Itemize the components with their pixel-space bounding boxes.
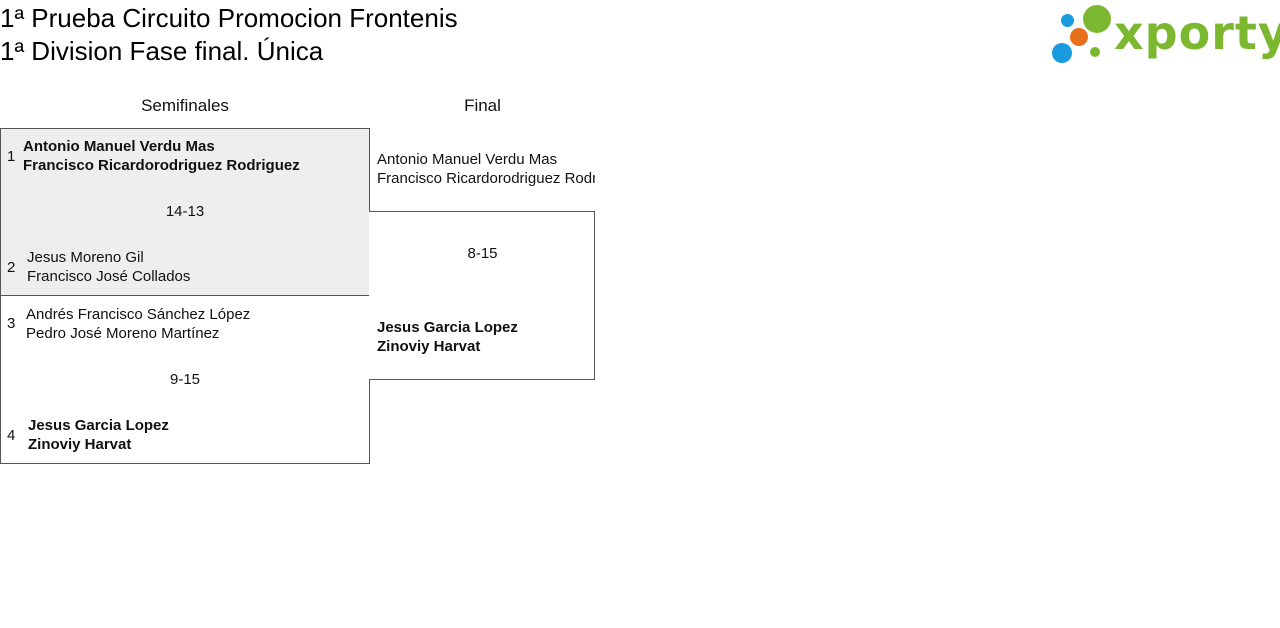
seed-number: 4 [7, 427, 16, 444]
page-title: 1ª Prueba Circuito Promocion Frontenis [0, 3, 458, 33]
player-name: Francisco José Collados [27, 268, 191, 285]
logo-dot-green-small-icon [1090, 47, 1100, 57]
seed-number: 2 [7, 259, 16, 276]
player-name: Francisco Ricardorodriguez Rodriguez [377, 170, 595, 187]
team-entry[interactable]: Andrés Francisco Sánchez López Pedro Jos… [26, 305, 250, 343]
player-name: Antonio Manuel Verdu Mas [377, 151, 558, 168]
seed-number: 3 [7, 315, 16, 332]
final-match [369, 211, 595, 380]
logo-dot-green-icon [1083, 5, 1111, 33]
player-name: Jesus Garcia Lopez [377, 319, 518, 336]
semifinal-match-2 [0, 295, 370, 464]
round-header-final: Final [464, 96, 501, 115]
xporty-logo[interactable]: xporty [1050, 3, 1280, 67]
match-score: 14-13 [165, 203, 205, 220]
team-entry[interactable]: Antonio Manuel Verdu Mas Francisco Ricar… [23, 137, 300, 175]
final-team-bottom[interactable]: Jesus Garcia Lopez Zinoviy Harvat [377, 318, 518, 356]
player-name: Zinoviy Harvat [377, 338, 481, 355]
player-name: Andrés Francisco Sánchez López [26, 306, 251, 323]
logo-dot-blue-small-icon [1061, 14, 1074, 27]
page-subtitle: 1ª Division Fase final. Única [0, 36, 324, 66]
seed-number: 1 [7, 148, 16, 165]
player-name: Antonio Manuel Verdu Mas [23, 138, 215, 155]
logo-dot-blue-large-icon [1052, 43, 1072, 63]
team-entry[interactable]: Jesus Moreno Gil Francisco José Collados [27, 248, 190, 286]
logo-text: xporty [1114, 6, 1280, 60]
player-name: Zinoviy Harvat [28, 436, 132, 453]
player-name: Francisco Ricardorodriguez Rodriguez [23, 157, 300, 174]
logo-dot-orange-icon [1070, 28, 1088, 46]
round-header-semifinals: Semifinales [141, 96, 229, 115]
team-entry[interactable]: Jesus Garcia Lopez Zinoviy Harvat [28, 416, 169, 454]
player-name: Jesus Moreno Gil [27, 249, 144, 266]
player-name: Pedro José Moreno Martínez [26, 325, 220, 342]
final-score: 8-15 [467, 245, 498, 262]
semifinal-match-1 [0, 128, 370, 296]
final-team-top[interactable]: Antonio Manuel Verdu Mas Francisco Ricar… [377, 150, 595, 188]
match-score: 9-15 [169, 371, 201, 388]
player-name: Jesus Garcia Lopez [28, 417, 169, 434]
